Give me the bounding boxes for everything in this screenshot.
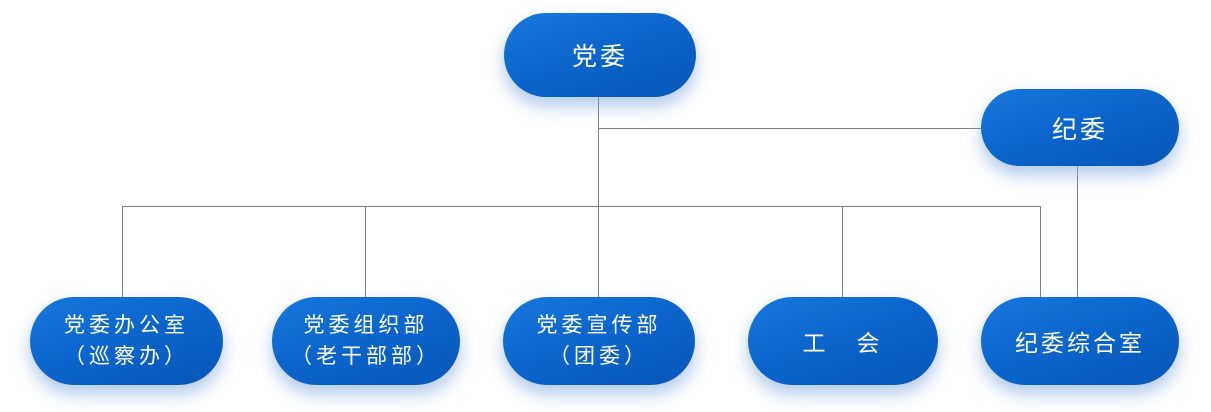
org-node-label: 党委 <box>571 44 628 71</box>
org-node-dangwei-xuanchuanbu: 党委宣传部 （团委） <box>503 297 695 385</box>
connector-drop-b5 <box>1040 206 1041 297</box>
connector-drop-b2 <box>365 206 366 297</box>
org-node-dangwei: 党委 <box>504 13 696 97</box>
org-node-label: 纪委 <box>1051 116 1108 144</box>
org-node-jiwei: 纪委 <box>981 89 1179 166</box>
org-node-gonghui: 工 会 <box>748 297 938 385</box>
org-node-label-line1: 党委宣传部 <box>536 313 662 337</box>
connector-jiwei-stem <box>1077 165 1078 297</box>
org-node-jiwei-zongheshi: 纪委综合室 <box>981 297 1179 385</box>
org-node-label-line1: 党委组织部 <box>303 313 429 337</box>
org-node-dangwei-zuzhibu: 党委组织部 （老干部部） <box>272 297 460 385</box>
connector-main-branch <box>122 206 1041 207</box>
org-node-label-line1: 党委办公室 <box>64 313 189 337</box>
connector-dangwei-stem <box>598 97 599 207</box>
org-node-label-line2: （老干部部） <box>291 344 441 368</box>
org-node-label-line2: （巡察办） <box>64 344 189 368</box>
connector-drop-b1 <box>122 206 123 297</box>
org-node-label: 工 会 <box>802 331 884 356</box>
org-node-label-line2: （团委） <box>549 344 649 368</box>
connector-drop-b4 <box>842 206 843 297</box>
org-node-dangwei-bangongshi: 党委办公室 （巡察办） <box>30 297 223 385</box>
connector-jiwei-branch <box>598 128 981 129</box>
org-node-label: 纪委综合室 <box>1015 331 1145 356</box>
connector-drop-b3 <box>598 206 599 297</box>
